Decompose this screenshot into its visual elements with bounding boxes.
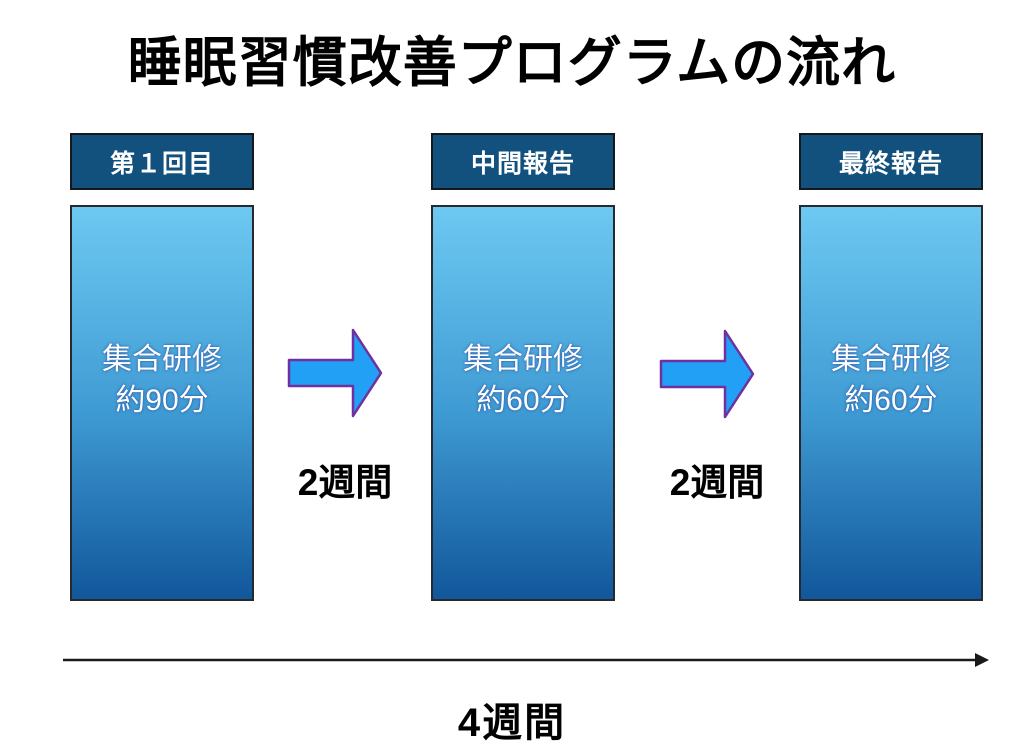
stage-1-header: 第１回目 (70, 133, 254, 190)
stage-1-line1: 集合研修 (102, 343, 222, 376)
diagram-title: 睡眠習慣改善プログラムの流れ (127, 33, 897, 93)
interval-label-2: 2週間 (669, 462, 765, 503)
stage-1-line2: 約90分 (115, 383, 209, 417)
right-arrow-icon (659, 329, 755, 419)
right-arrow-icon (287, 328, 383, 418)
stage-3-line2: 約60分 (844, 383, 938, 417)
stage-1-box: 集合研修 約90分 (70, 205, 254, 601)
timeline-arrowhead (975, 653, 989, 667)
right-arrow-shape (659, 329, 755, 419)
stage-2-line1: 集合研修 (463, 343, 583, 376)
total-duration-label: 4週間 (457, 701, 567, 745)
stage-3-box: 集合研修 約60分 (799, 205, 983, 601)
stage-2-header: 中間報告 (431, 133, 615, 190)
right-arrow-shape (287, 328, 383, 418)
stage-2-line2: 約60分 (476, 383, 570, 417)
stage-3-header: 最終報告 (799, 133, 983, 190)
timeline-arrow-icon (63, 653, 989, 667)
stage-2-box: 集合研修 約60分 (431, 205, 615, 601)
interval-label-1: 2週間 (297, 462, 393, 503)
stage-3-line1: 集合研修 (831, 343, 951, 376)
